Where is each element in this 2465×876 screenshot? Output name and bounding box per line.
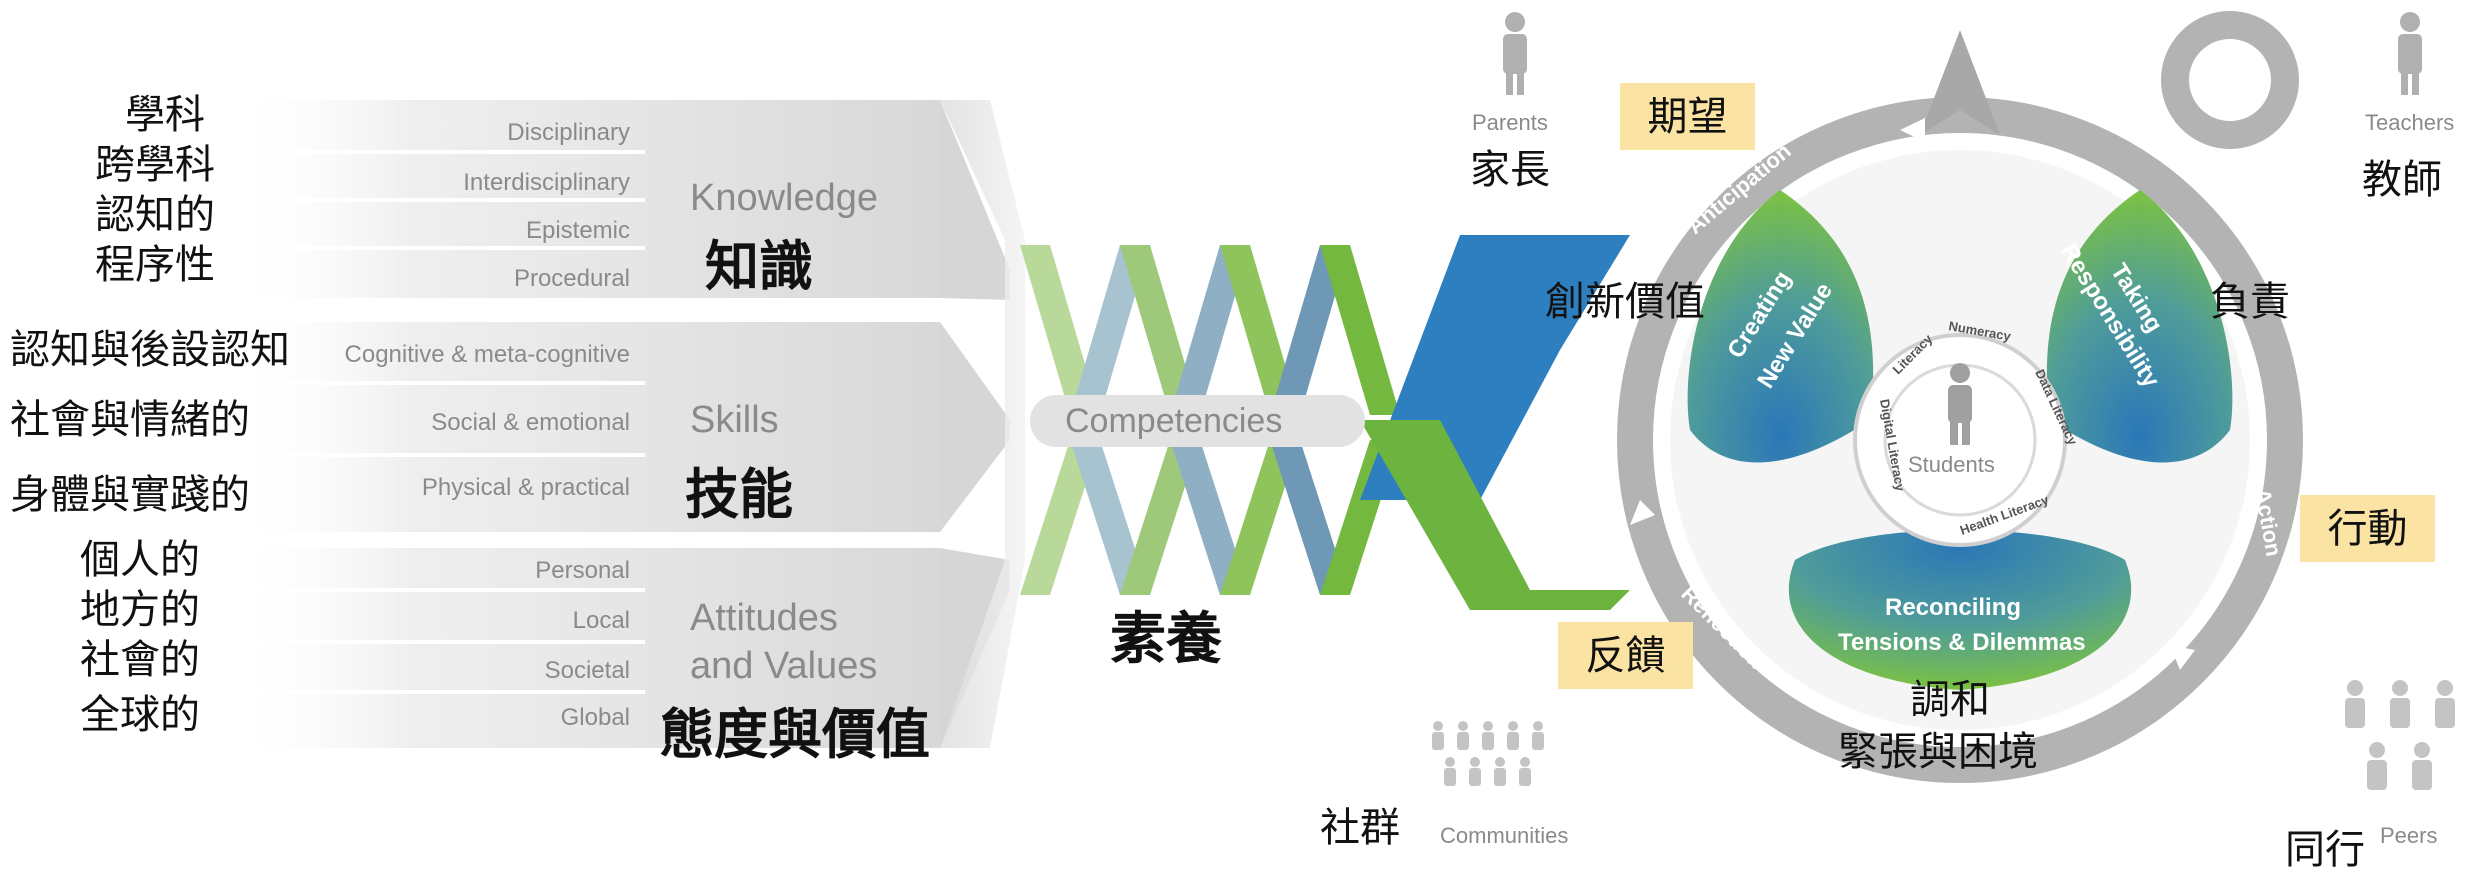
attitudes-item-zh-3: 社會的 [80,637,200,683]
skills-item-zh-3: 身體與實踐的 [10,472,250,518]
knowledge-item-zh-1: 學科 [125,92,205,138]
communities-label-en: Communities [1440,823,1568,848]
knowledge-item-en-4: Procedural [514,265,630,292]
competencies-label-en: Competencies [1065,402,1282,440]
cycle-action-zh: 行動 [2300,495,2435,562]
knowledge-item-en-2: Interdisciplinary [463,169,630,196]
knowledge-item-zh-3: 認知的 [95,192,215,238]
teachers-label-en: Teachers [2365,110,2454,135]
competencies-bar: Competencies [1030,395,1365,447]
competencies-label-zh: 素養 [1110,607,1222,672]
petal-taking [2046,190,2233,463]
attitudes-label-zh: 態度與價值 [660,703,930,766]
attitudes-item-en-3: Societal [545,657,630,684]
skills-label-zh: 技能 [685,463,793,526]
student-person-icon [1948,363,1972,445]
knowledge-label-en: Knowledge [690,177,878,219]
attitudes-label-en-1: Attitudes [690,597,838,639]
attitudes-item-zh-4: 全球的 [80,692,200,738]
peers-people-icon [2345,680,2455,790]
attitudes-label-en-2: and Values [690,645,877,687]
communities-people-icon [1432,721,1544,786]
attitudes-item-en-4: Global [561,704,630,731]
cycle-arrows [1630,118,2195,670]
hub-students-label: Students [1908,452,1995,477]
peers-label-en: Peers [2380,823,2437,848]
petal-creating-zh: 創新價值 [1545,279,1705,325]
parents-label-en: Parents [1472,110,1548,135]
knowledge-item-en-3: Epistemic [526,217,630,244]
skills-label-en: Skills [690,399,779,441]
knowledge-item-zh-2: 跨學科 [95,142,215,188]
petal-reconciling-zh-1: 調和 [1910,677,1990,723]
petal-reconciling-zh-2: 緊張與困境 [1838,729,2038,775]
knowledge-item-zh-4: 程序性 [95,242,215,288]
skills-item-en-3: Physical & practical [422,474,630,501]
peers-label-zh: 同行 [2285,827,2365,873]
attitudes-item-zh-2: 地方的 [80,587,200,633]
petal-reconciling [1788,530,2132,690]
skills-item-en-2: Social & emotional [431,409,630,436]
teachers-person-icon [2398,12,2422,95]
compass-north-arrow [1920,30,2000,135]
funnel-shape [940,100,1025,748]
attitudes-item-en-2: Local [573,607,630,634]
teachers-label-zh: 教師 [2362,157,2442,203]
knowledge-item-en-1: Disciplinary [507,119,630,146]
skills-item-zh-2: 社會與情緒的 [10,397,250,443]
petal-reconciling-en-1: Reconciling [1885,594,2021,621]
communities-label-zh: 社群 [1320,805,1400,851]
attitudes-item-zh-1: 個人的 [80,537,200,583]
attitudes-item-en-1: Personal [535,557,630,584]
compass-handle [2161,11,2299,149]
band-dividers [250,150,645,694]
petal-taking-zh: 負責 [2210,279,2290,325]
competencies-zigzag [1020,235,1630,610]
compass [1617,11,2303,783]
cycle-anticipation-zh: 期望 [1620,83,1755,150]
petal-reconciling-en-2: Tensions & Dilemmas [1838,629,2086,656]
skills-item-en-1: Cognitive & meta-cognitive [345,341,630,368]
knowledge-label-zh: 知識 [705,235,813,298]
cycle-reflection-zh: 反饋 [1558,622,1693,689]
petal-creating [1687,190,1874,463]
parents-person-icon [1503,12,1527,95]
skills-band [230,322,1010,532]
parents-label-zh: 家長 [1470,147,1550,193]
skills-item-zh-1: 認知與後設認知 [10,327,290,373]
